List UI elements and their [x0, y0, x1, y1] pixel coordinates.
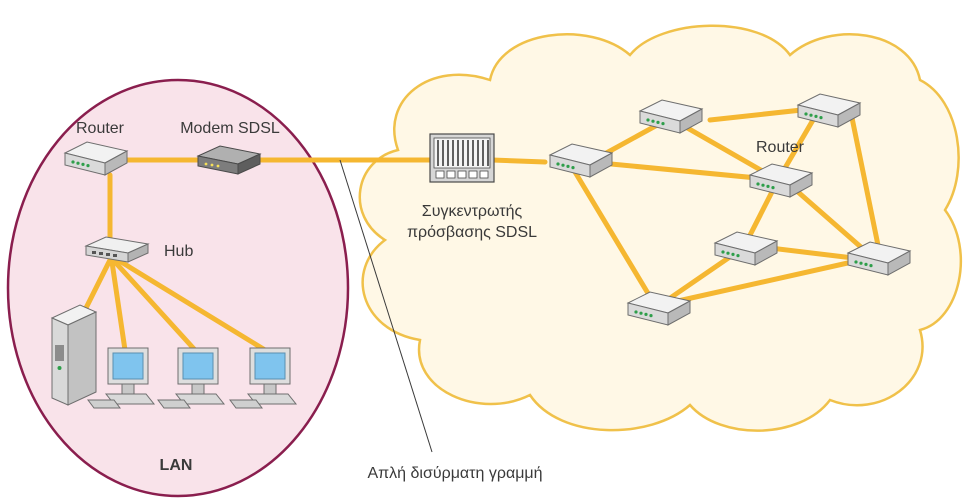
label-router-cloud: Router — [756, 139, 805, 156]
modem-icon — [196, 145, 262, 175]
label-dslam-line2: πρόσβασης SDSL — [407, 224, 537, 241]
label-dslam-line1: Συγκεντρωτής — [422, 203, 523, 220]
label-twisted-pair: Απλή δισύρματη γραμμή — [367, 465, 542, 482]
label-lan: LAN — [160, 457, 193, 474]
hub-icon — [84, 236, 150, 263]
server-icon — [50, 304, 98, 406]
label-router-lan: Router — [76, 120, 125, 137]
label-hub: Hub — [164, 243, 193, 260]
lan-boundary — [6, 78, 350, 498]
dslam-icon — [429, 133, 495, 183]
twisted-pair-pointer — [339, 159, 433, 453]
label-modem: Modem SDSL — [180, 120, 280, 137]
